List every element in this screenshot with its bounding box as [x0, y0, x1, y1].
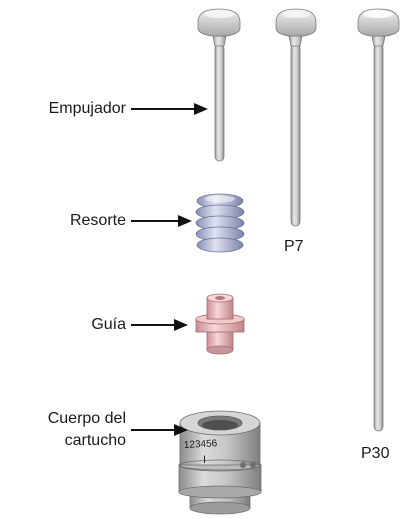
- arrows: [131, 103, 208, 436]
- label-guide: Guía: [91, 316, 126, 333]
- body-serial-mark: I: [203, 454, 206, 466]
- p7-pin: [275, 8, 317, 227]
- cartridge-body: 123456 I: [178, 410, 262, 515]
- label-spring: Resorte: [69, 212, 126, 229]
- spring-arrow: [131, 215, 192, 227]
- label-body-line1: Cuerpo del: [47, 410, 126, 427]
- guide-arrow: [131, 319, 188, 331]
- label-body-line2: cartucho: [64, 432, 126, 449]
- label-p30: P30: [361, 445, 390, 462]
- p30-pin: [357, 8, 400, 432]
- pusher-pin: [197, 8, 241, 162]
- label-pusher: Empujador: [48, 100, 126, 117]
- pusher-arrow: [131, 103, 208, 115]
- guide: [195, 293, 245, 355]
- spring: [195, 193, 245, 253]
- label-p7: P7: [284, 238, 304, 255]
- body-arrow: [131, 424, 188, 436]
- body-serial-digits: 123456: [184, 438, 218, 451]
